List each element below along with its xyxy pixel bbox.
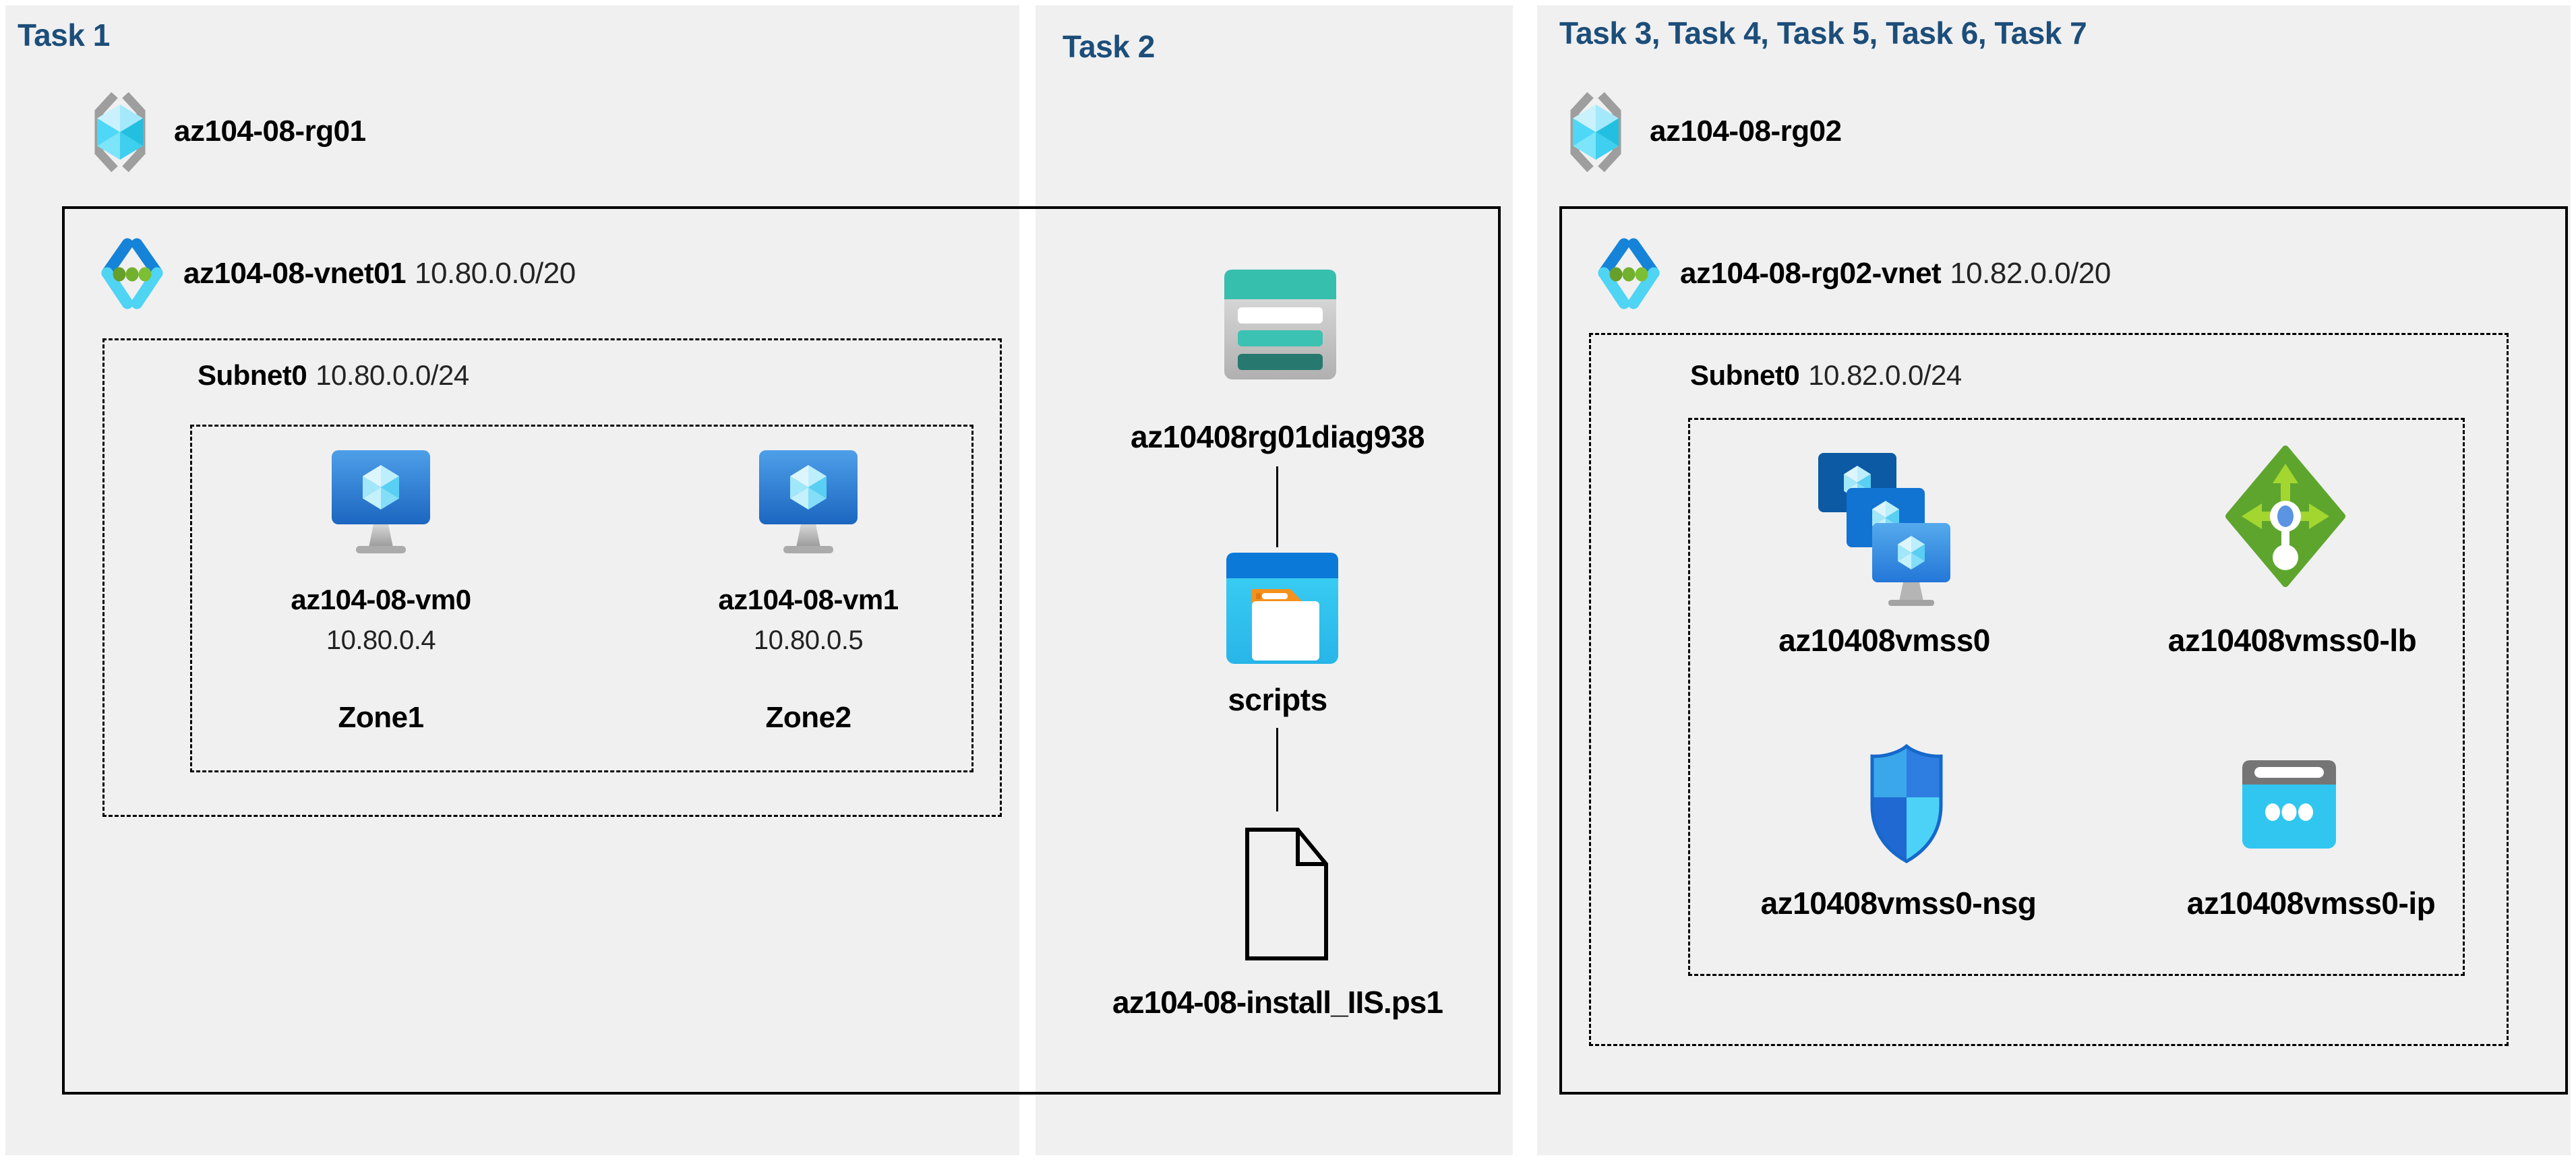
- task1-title: Task 1: [18, 18, 110, 53]
- vm0-zone: Zone1: [338, 701, 424, 734]
- virtual-machine-icon: [759, 450, 858, 553]
- panel-task1: [5, 5, 1019, 1155]
- vnet1-boundary-box: [62, 206, 1501, 1095]
- vnet1-cidr: 10.80.0.0/20: [415, 257, 576, 290]
- resource-group2-name: az104-08-rg02: [1650, 115, 1842, 148]
- file-icon: [1245, 828, 1328, 960]
- vm0-ip: 10.80.0.4: [326, 625, 436, 655]
- resource-group-icon: [94, 92, 146, 173]
- vm1-ip: 10.80.0.5: [753, 625, 864, 655]
- load-balancer-icon: [2225, 446, 2345, 587]
- storage-account-icon: [1224, 270, 1336, 379]
- vm1-name: az104-08-vm1: [718, 584, 899, 615]
- resource-group-icon: [1570, 92, 1621, 173]
- subnet2-name: Subnet0: [1690, 359, 1800, 391]
- panel-task3: [1537, 5, 2571, 1155]
- subnet1-box: [102, 338, 1002, 817]
- load-balancer-name: az10408vmss0-lb: [2167, 623, 2417, 658]
- subnet2-box: [1589, 333, 2509, 1046]
- vmss-group-box: [1688, 418, 2465, 976]
- vnet1-name: az104-08-vnet01: [183, 257, 407, 290]
- connector-line: [1276, 466, 1278, 547]
- vm-scale-set-icon: [1818, 453, 1950, 606]
- subnet2-cidr: 10.82.0.0/24: [1808, 359, 1962, 391]
- vm-group-box: [190, 425, 974, 772]
- vmss-name: az10408vmss0: [1778, 623, 1990, 658]
- virtual-machine-icon: [332, 450, 430, 553]
- storage-account-name: az10408rg01diag938: [1131, 419, 1425, 454]
- public-ip-icon: [2242, 760, 2336, 849]
- vnet2-name: az104-08-rg02-vnet: [1680, 257, 1942, 290]
- virtual-network-icon: [101, 238, 163, 309]
- file-name: az104-08-install_IIS.ps1: [1112, 985, 1443, 1020]
- virtual-network-icon: [1598, 238, 1660, 309]
- public-ip-name: az10408vmss0-ip: [2186, 886, 2436, 921]
- vm0-name: az104-08-vm0: [291, 584, 471, 615]
- subnet1-name: Subnet0: [198, 359, 307, 391]
- container-name: scripts: [1228, 682, 1327, 717]
- blob-container-folder-icon: [1226, 553, 1338, 664]
- nsg-shield-icon: [1870, 743, 1943, 863]
- task2-title: Task 2: [1062, 29, 1155, 64]
- resource-group-name: az104-08-rg01: [174, 115, 366, 148]
- vnet2-cidr: 10.82.0.0/20: [1950, 257, 2111, 290]
- connector-line: [1276, 728, 1278, 811]
- subnet1-label: Subnet0 10.80.0.0/24: [198, 359, 469, 392]
- vnet2-boundary-box: [1559, 206, 2568, 1095]
- task3-title: Task 3, Task 4, Task 5, Task 6, Task 7: [1559, 16, 2087, 51]
- subnet1-cidr: 10.80.0.0/24: [316, 359, 469, 391]
- vm1-zone: Zone2: [765, 701, 851, 734]
- nsg-name: az10408vmss0-nsg: [1760, 886, 2037, 921]
